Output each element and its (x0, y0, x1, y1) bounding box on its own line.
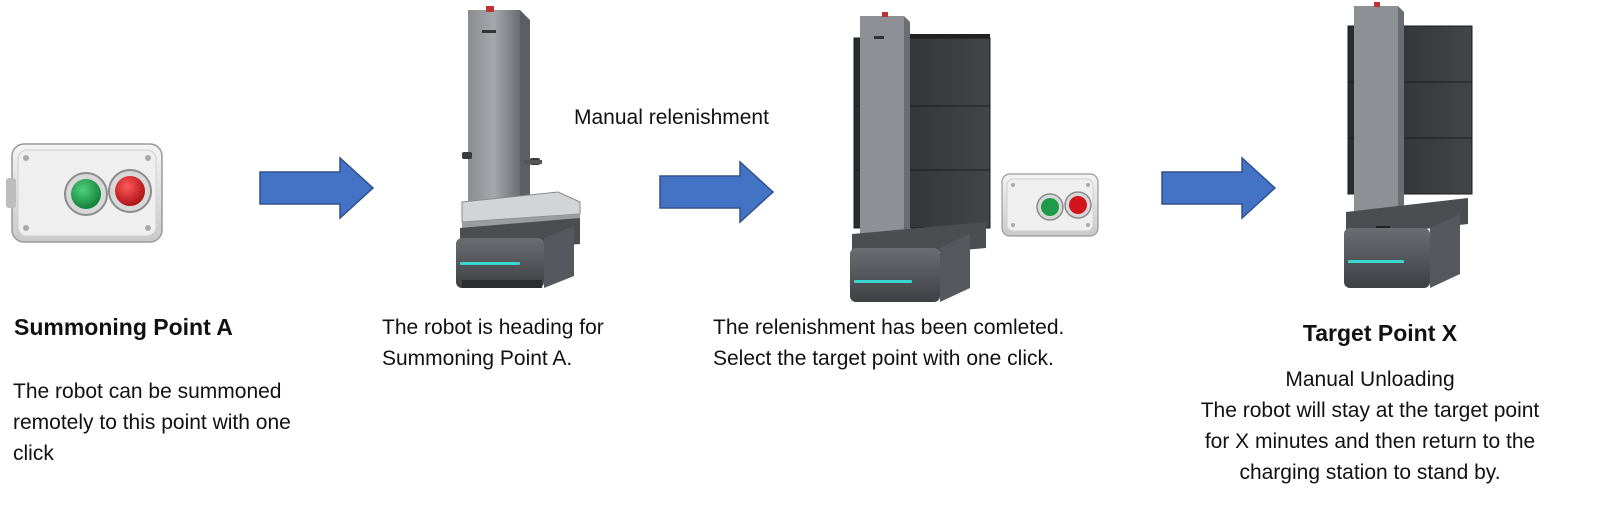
step2-description: The robot is heading for Summoning Point… (382, 312, 682, 374)
step1-title: Summoning Point A (14, 314, 233, 340)
step1-description: The robot can be summoned remotely to th… (13, 376, 353, 469)
right-arrow-icon (259, 156, 375, 220)
step4-description: Manual Unloading The robot will stay at … (1170, 364, 1570, 488)
step3-line: Select the target point with one click. (713, 347, 1054, 370)
robot-icon (1344, 2, 1473, 288)
step3-description: The relenishment has been comleted. Sele… (713, 312, 1133, 374)
robot-icon (850, 12, 991, 302)
step4-line: charging station to stand by. (1239, 461, 1501, 484)
step4-line: for X minutes and then return to the (1204, 430, 1536, 453)
robot-icon (456, 6, 581, 288)
step2-line: The robot is heading for (382, 316, 604, 339)
right-arrow-icon (659, 160, 775, 224)
step1-line: click (13, 442, 54, 465)
step4-subtitle: Manual Unloading (1285, 368, 1455, 391)
step3-line: The relenishment has been comleted. (713, 316, 1065, 339)
step4-line: The robot will stay at the target point (1200, 399, 1540, 422)
step1-line: remotely to this point with one (13, 411, 291, 434)
push-button-box-icon (1001, 173, 1099, 237)
push-button-box-icon (6, 143, 163, 243)
right-arrow-icon (1161, 156, 1277, 220)
step4-title: Target Point X (1302, 320, 1458, 346)
step2-line: Summoning Point A. (382, 347, 573, 370)
manual-replenishment-label: Manual relenishment (574, 106, 769, 129)
step1-line: The robot can be summoned (13, 380, 282, 403)
